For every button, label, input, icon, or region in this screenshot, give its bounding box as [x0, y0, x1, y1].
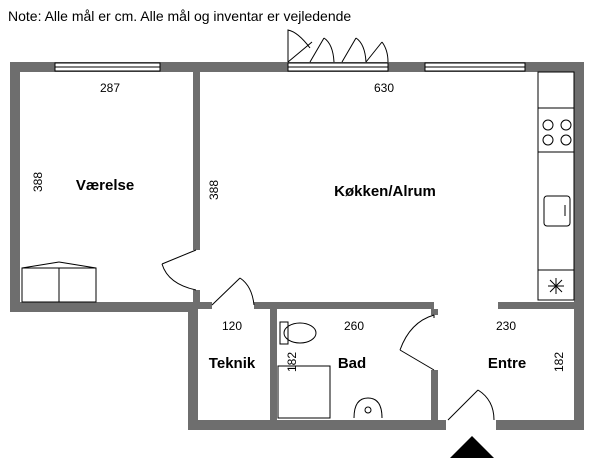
dim-kokken-height: 388	[207, 180, 221, 200]
room-name-kokken: Køkken/Alrum	[334, 183, 436, 200]
shower-icon	[277, 365, 331, 419]
wall-bad-top	[254, 302, 434, 309]
wall-bad-entre-top	[431, 309, 438, 315]
dim-entre-height: 182	[552, 352, 566, 372]
burner-icon	[542, 119, 554, 131]
bathroom-fixtures	[277, 321, 383, 419]
windows	[54, 62, 526, 72]
french-doors	[287, 29, 389, 63]
toilet-icon	[283, 322, 317, 344]
doors	[161, 249, 495, 421]
room-name-vaerelse: Værelse	[76, 177, 134, 194]
room-name-teknik: Teknik	[209, 355, 256, 372]
burner-icon	[560, 119, 572, 131]
burner-icon	[542, 134, 554, 146]
sink-icon	[543, 195, 571, 227]
wardrobe	[21, 261, 97, 303]
room-name-entre: Entre	[488, 355, 526, 372]
burner-icon	[560, 134, 572, 146]
dim-vaerelse-width: 287	[100, 81, 120, 95]
outer-walls	[10, 62, 584, 430]
dim-entre-width: 230	[496, 319, 516, 333]
toilet-tank	[279, 321, 289, 345]
wall-entre-top	[498, 302, 578, 309]
wall-bottom	[188, 420, 578, 430]
dim-kokken-width: 630	[374, 81, 394, 95]
room-labels: Værelse 287 388 Køkken/Alrum 630 388 Tek…	[31, 81, 566, 372]
washbasin-icon	[353, 397, 383, 419]
wall-vaerelse-kitchen	[193, 72, 200, 250]
wall-bad-entre-bottom	[431, 370, 438, 420]
plan-note: Note: Alle mål er cm. Alle mål og invent…	[8, 8, 352, 24]
dim-bad-width: 260	[344, 319, 364, 333]
wall-right	[574, 62, 584, 430]
wall-left-lower	[188, 302, 198, 430]
wall-left-upper	[10, 62, 20, 312]
dim-teknik-width: 120	[222, 319, 242, 333]
wall-teknik-bad	[270, 309, 277, 420]
wall-bottom-left	[10, 302, 190, 312]
wall-vaerelse-stub	[193, 290, 200, 304]
dim-vaerelse-height: 388	[31, 172, 45, 192]
kitchen-counter	[537, 71, 575, 301]
dim-bad-height: 182	[285, 352, 299, 372]
entrance-gap	[446, 420, 496, 430]
room-name-bad: Bad	[338, 355, 366, 372]
entrance-arrow	[450, 436, 494, 458]
interior-walls	[193, 72, 578, 420]
extractor-icon	[548, 278, 564, 294]
wall-teknik-top-a	[198, 302, 212, 309]
